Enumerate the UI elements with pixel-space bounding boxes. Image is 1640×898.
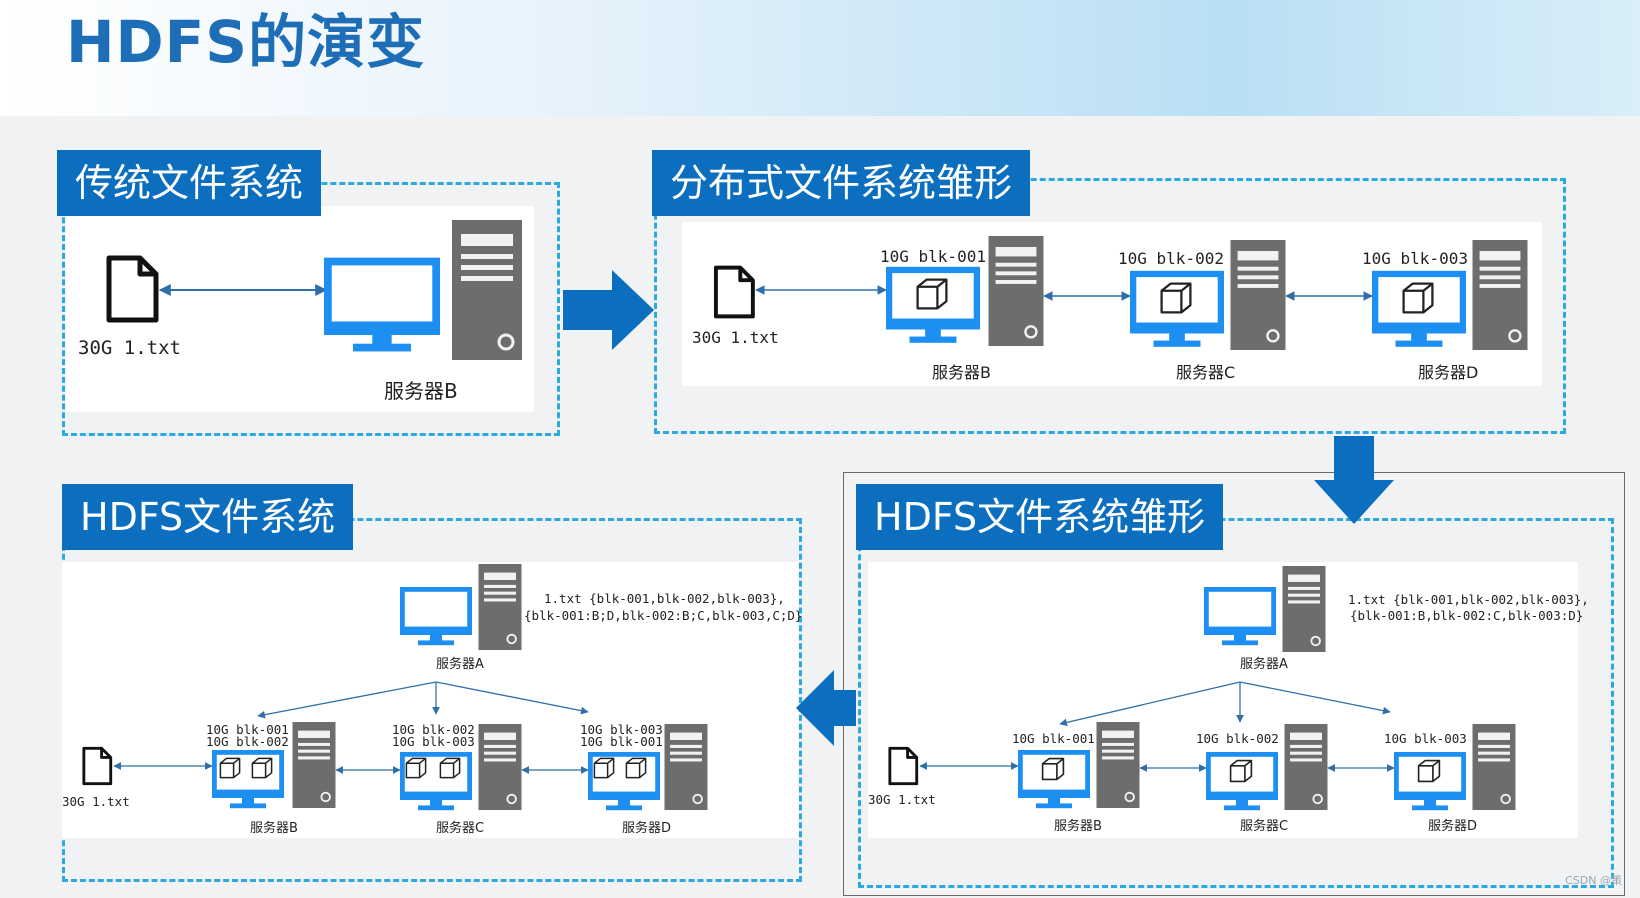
traditional-panel-label: 传统文件系统: [57, 150, 322, 216]
arrow-down-icon: [1314, 436, 1394, 524]
hdfs-block-d-1: 10G blk-003: [580, 722, 663, 737]
hdfs-master: 服务器A: [436, 656, 484, 672]
server-tower-icon: [1282, 566, 1326, 652]
hdfs-proto-server-b: 服务器B: [1054, 818, 1102, 834]
data-block-cube-icon: [1041, 757, 1065, 781]
master-link-line: [257, 681, 437, 719]
hdfs-proto-master: 服务器A: [1240, 656, 1288, 672]
file-icon: [888, 746, 919, 786]
data-block-cube-icon: [1229, 759, 1253, 783]
distributed-server-c: 服务器C: [1176, 363, 1235, 382]
distributed-file-label: 30G 1.txt: [692, 328, 779, 347]
watermark: CSDN @策: [1565, 874, 1622, 887]
server-tower-icon: [1230, 240, 1286, 350]
hdfs-server-c: 服务器C: [436, 820, 484, 836]
server-tower-icon: [478, 724, 522, 810]
hdfs-meta-line1: 1.txt {blk-001,blk-002,blk-003},: [544, 591, 785, 606]
distributed-server-b: 服务器B: [932, 363, 991, 382]
arrow-left-tail-icon: [841, 690, 849, 726]
file-icon: [713, 265, 755, 319]
data-block-cube-icon: [1160, 282, 1192, 314]
monitor-icon: [324, 262, 440, 352]
hdfs-server-b: 服务器B: [250, 820, 298, 836]
file-icon: [109, 258, 156, 320]
monitor-icon: [1204, 589, 1276, 645]
data-block-cube-icon: [593, 757, 615, 779]
data-block-cube-icon: [625, 757, 647, 779]
hdfs-proto-file-label: 30G 1.txt: [868, 792, 936, 807]
data-block-cube-icon: [1402, 282, 1434, 314]
hdfs-block-c-2: 10G blk-003: [392, 734, 475, 749]
monitor-icon: [400, 589, 472, 645]
hdfs-file-label: 30G 1.txt: [62, 794, 130, 809]
hdfs-proto-outer-frame: [843, 472, 1625, 896]
data-block-cube-icon: [439, 757, 461, 779]
server-tower-icon: [1284, 724, 1328, 810]
distributed-block-b: 10G blk-001: [880, 247, 986, 266]
header-banner: [0, 0, 1640, 116]
data-block-cube-icon: [219, 757, 241, 779]
data-block-cube-icon: [1417, 759, 1441, 783]
server-tower-icon: [478, 564, 522, 650]
hdfs-block-b-2: 10G blk-002: [206, 734, 289, 749]
server-tower-icon: [1472, 724, 1516, 810]
arrow-right-icon: [563, 270, 654, 350]
hdfs-server-d: 服务器D: [622, 820, 671, 836]
server-tower-icon: [664, 724, 708, 810]
distributed-panel-border: [654, 178, 1566, 434]
server-tower-icon: [988, 236, 1044, 346]
hdfs-block-c-1: 10G blk-002: [392, 722, 475, 737]
hdfs-meta-line2: {blk-001:B;D,blk-002:B;C,blk-003,C;D}: [524, 608, 802, 623]
hdfs-proto-block-d: 10G blk-003: [1384, 731, 1467, 746]
hdfs-panel-label: HDFS文件系统: [62, 484, 354, 550]
server-tower-icon: [1096, 722, 1140, 808]
server-tower-icon: [1472, 240, 1528, 350]
data-block-cube-icon: [251, 757, 273, 779]
hdfs-proto-meta-line1: 1.txt {blk-001,blk-002,blk-003},: [1348, 592, 1589, 607]
hdfs-proto-panel-label: HDFS文件系统雏形: [856, 484, 1224, 550]
hdfs-block-d-2: 10G blk-001: [580, 734, 663, 749]
page-title: HDFS的演变: [66, 8, 426, 76]
master-link-line: [1059, 681, 1241, 727]
server-tower-icon: [292, 722, 336, 808]
hdfs-proto-panel-border: [858, 518, 1614, 888]
arrow-left-icon: [796, 670, 856, 746]
data-block-cube-icon: [405, 757, 427, 779]
master-link-line: [435, 681, 589, 715]
traditional-server-label: 服务器B: [384, 379, 458, 403]
server-tower-icon: [452, 220, 522, 360]
hdfs-proto-server-d: 服务器D: [1428, 818, 1477, 834]
file-icon: [82, 746, 113, 786]
hdfs-proto-meta-line2: {blk-001:B,blk-002:C,blk-003:D}: [1350, 608, 1583, 623]
hdfs-proto-server-c: 服务器C: [1240, 818, 1288, 834]
hdfs-proto-block-b: 10G blk-001: [1012, 731, 1095, 746]
distributed-panel-label: 分布式文件系统雏形: [652, 150, 1031, 216]
master-link-line: [1239, 681, 1391, 715]
data-block-cube-icon: [916, 278, 948, 310]
hdfs-block-b-1: 10G blk-001: [206, 722, 289, 737]
hdfs-proto-block-c: 10G blk-002: [1196, 731, 1279, 746]
distributed-server-d: 服务器D: [1418, 363, 1478, 382]
distributed-block-d: 10G blk-003: [1362, 249, 1468, 268]
traditional-file-label: 30G 1.txt: [78, 337, 181, 359]
distributed-block-c: 10G blk-002: [1118, 249, 1224, 268]
